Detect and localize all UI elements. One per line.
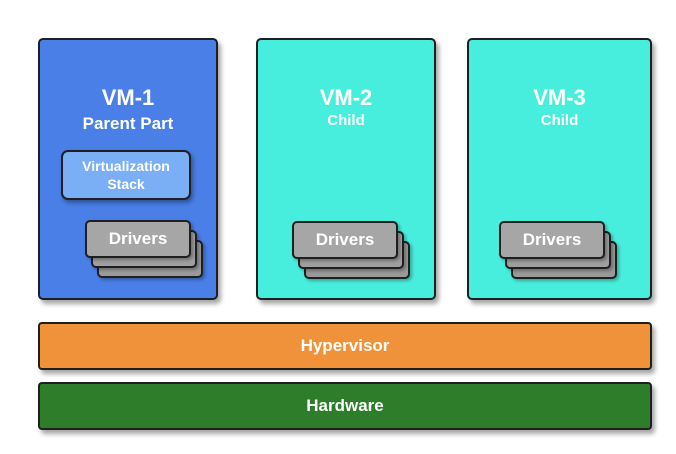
vm-3-title: VM-3 <box>533 85 586 110</box>
vm-3-drivers-stack: Drivers <box>499 221 629 279</box>
vm-1-title: VM-1 <box>101 85 155 110</box>
vm-3-subtitle: Child <box>540 112 579 129</box>
vm-2-drivers-stack: Drivers <box>292 221 422 279</box>
vm-3-drivers-label: Drivers <box>499 221 605 259</box>
vm-2-drivers-label: Drivers <box>292 221 398 259</box>
virtualization-stack-box: Virtualization Stack <box>61 150 191 200</box>
vm-1-subtitle: Parent Part <box>82 114 174 133</box>
vm-1-drivers-stack: Drivers <box>85 220 215 278</box>
vm-2-title: VM-2 <box>319 85 373 110</box>
vm-1-box: VM-1 Parent Part Virtualization Stack Dr… <box>38 38 218 300</box>
vm-2-box: VM-2 Child Drivers <box>256 38 436 300</box>
vm-2-subtitle: Child <box>327 112 365 129</box>
vm-1-drivers-label: Drivers <box>85 220 191 258</box>
hardware-layer: Hardware <box>38 382 652 430</box>
vm-3-box: VM-3 Child Drivers <box>467 38 652 300</box>
hypervisor-layer: Hypervisor <box>38 322 652 370</box>
